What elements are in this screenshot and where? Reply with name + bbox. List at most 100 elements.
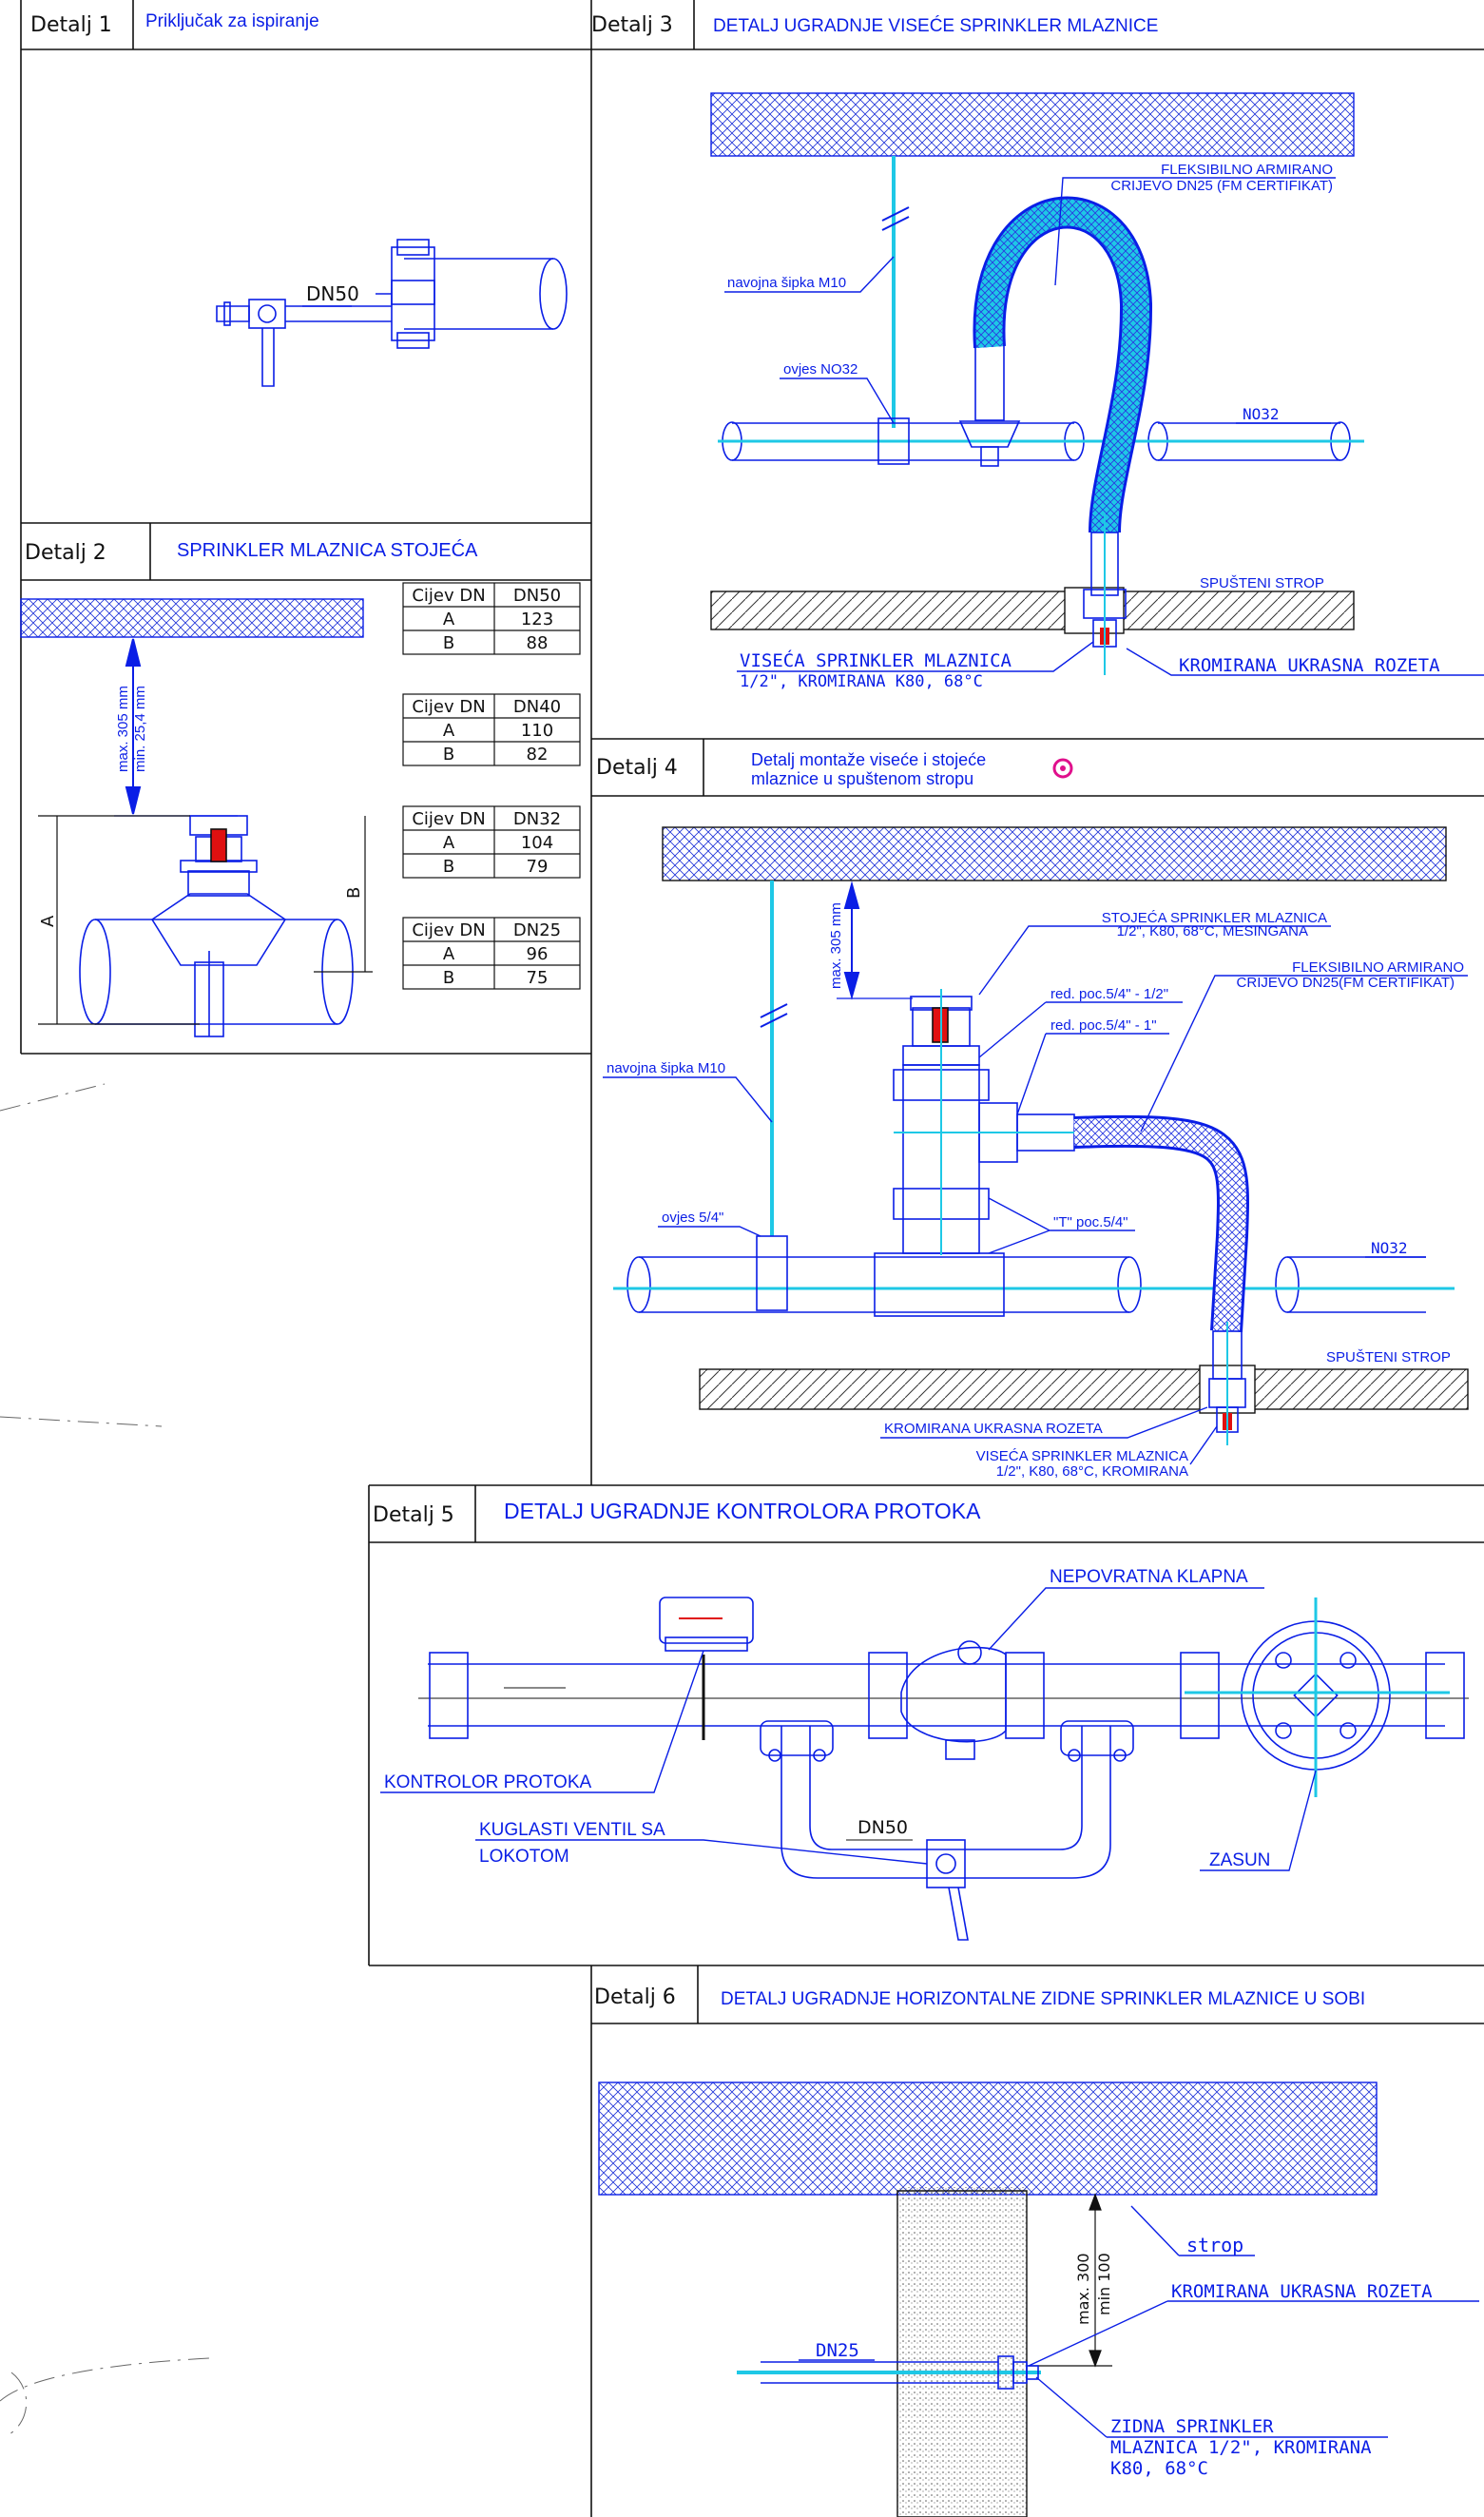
d6-dim-min: min 100 bbox=[1095, 2253, 1113, 2315]
bypass-loop bbox=[760, 1720, 1134, 1941]
detail-4-title-1: Detalj montaže viseće i stojeće bbox=[751, 750, 986, 769]
upright-sprinkler-drawing bbox=[79, 815, 354, 1037]
target-icon-dot bbox=[1060, 765, 1066, 771]
d4-red-1: red. poc.5/4" - 1/2" bbox=[1050, 986, 1168, 1002]
target-icon bbox=[1052, 758, 1073, 779]
detail-5-main-pipe bbox=[418, 1597, 1469, 1797]
table-cell: Cijev DN bbox=[412, 920, 485, 940]
detail-3-title: DETALJ UGRADNJE VISEĆE SPRINKLER MLAZNIC… bbox=[713, 15, 1158, 36]
detail-6-pipe bbox=[737, 2355, 1041, 2390]
table-cell: 110 bbox=[521, 721, 553, 741]
table-cell: 104 bbox=[521, 833, 553, 853]
construction-marks bbox=[0, 1083, 210, 2435]
detail-6-dimension: max. 300 min 100 bbox=[1029, 2193, 1113, 2368]
table-cell: 96 bbox=[527, 944, 549, 964]
detail-1: Detalj 1 Priključak za ispiranje DN50 bbox=[30, 11, 568, 387]
d4-pipe: NO32 bbox=[1371, 1239, 1408, 1257]
detail-3-slab bbox=[710, 92, 1355, 157]
table-cell: A bbox=[443, 833, 455, 853]
dimension-table bbox=[402, 917, 581, 990]
table-cell: 88 bbox=[527, 633, 549, 653]
d4-hanger: ovjes 5/4" bbox=[662, 1210, 723, 1226]
detail-4-title-2: mlaznice u spuštenom stropu bbox=[751, 769, 973, 788]
detail-4-labels: STOJEĆA SPRINKLER MLAZNICA 1/2", K80, 68… bbox=[603, 910, 1468, 1480]
d4-pendent-1: VISEĆA SPRINKLER MLAZNICA bbox=[976, 1448, 1188, 1464]
d4-rod: navojna šipka M10 bbox=[607, 1060, 725, 1076]
detail-4-label: Detalj 4 bbox=[596, 756, 678, 780]
detail-3-label: Detalj 3 bbox=[591, 13, 673, 37]
detail-5: Detalj 5 DETALJ UGRADNJE KONTROLORA PROT… bbox=[373, 1499, 1469, 1941]
table-cell: A bbox=[443, 610, 455, 629]
d3-hanger: ovjes NO32 bbox=[783, 361, 858, 378]
d5-check: NEPOVRATNA KLAPNA bbox=[1050, 1567, 1248, 1587]
detail-3: Detalj 3 DETALJ UGRADNJE VISEĆE SPRINKLE… bbox=[591, 13, 1484, 691]
d6-rosette: KROMIRANA UKRASNA ROZETA bbox=[1171, 2281, 1433, 2302]
detail-2-dimension: max. 305 mm min. 25,4 mm bbox=[114, 638, 238, 817]
detail-3-labels: FLEKSIBILNO ARMIRANO CRIJEVO DN25 (FM CE… bbox=[724, 162, 1484, 691]
d3-nozzle-2: 1/2", KROMIRANA K80, 68°C bbox=[740, 672, 983, 691]
d5-gate: ZASUN bbox=[1209, 1850, 1270, 1870]
detail-1-label: Detalj 1 bbox=[30, 13, 112, 37]
dimension-table bbox=[402, 582, 581, 655]
detail-6-wall-top-patch bbox=[898, 2187, 1026, 2195]
d3-pipe: NO32 bbox=[1243, 405, 1280, 423]
table-cell: B bbox=[443, 745, 454, 765]
table-cell: Cijev DN bbox=[412, 697, 485, 717]
detail-5-title: DETALJ UGRADNJE KONTROLORA PROTOKA bbox=[504, 1499, 981, 1523]
d4-tee: "T" poc.5/4" bbox=[1053, 1214, 1128, 1230]
detail-4-rod bbox=[760, 881, 788, 1236]
d3-hose-1: FLEKSIBILNO ARMIRANO bbox=[1161, 162, 1333, 178]
table-cell: Cijev DN bbox=[412, 809, 485, 829]
d3-hose-2: CRIJEVO DN25 (FM CERTIFIKAT) bbox=[1110, 178, 1333, 194]
table-cell: Cijev DN bbox=[412, 586, 485, 606]
d4-red-2: red. poc.5/4" - 1" bbox=[1050, 1017, 1157, 1034]
d6-nozzle-1: ZIDNA SPRINKLER bbox=[1110, 2416, 1274, 2437]
detail-6: Detalj 6 DETALJ UGRADNJE HORIZONTALNE ZI… bbox=[594, 1985, 1479, 2517]
d4-pendent-2: 1/2", K80, 68°C, KROMIRANA bbox=[996, 1463, 1188, 1480]
d6-dim-max: max. 300 bbox=[1074, 2253, 1092, 2325]
d4-dim: max. 305 mm bbox=[828, 902, 844, 989]
table-cell: B bbox=[443, 633, 454, 653]
table-cell: DN40 bbox=[513, 697, 561, 717]
detail-2-dim-a: A bbox=[38, 915, 58, 927]
d5-ball-1: KUGLASTI VENTIL SA bbox=[479, 1820, 665, 1840]
detail-4-dimension: max. 305 mm bbox=[828, 881, 913, 1000]
d4-upright-1: STOJEĆA SPRINKLER MLAZNICA bbox=[1102, 910, 1327, 926]
table-cell: B bbox=[443, 968, 454, 988]
detail-1-title: Priključak za ispiranje bbox=[145, 11, 319, 31]
table-cell: B bbox=[443, 857, 454, 877]
table-cell: DN32 bbox=[513, 809, 561, 829]
d4-rosette: KROMIRANA UKRASNA ROZETA bbox=[884, 1421, 1103, 1437]
d3-rod: navojna šipka M10 bbox=[727, 275, 846, 291]
detail-2-label: Detalj 2 bbox=[25, 541, 106, 565]
detail-4-slab bbox=[662, 826, 1447, 881]
d4-ceiling: SPUŠTENI STROP bbox=[1326, 1349, 1451, 1365]
detail-5-label: Detalj 5 bbox=[373, 1503, 454, 1527]
detail-2-dims-ab: A B bbox=[38, 815, 373, 1025]
table-cell: A bbox=[443, 944, 455, 964]
d5-ball-2: LOKOTOM bbox=[479, 1847, 569, 1867]
table-cell: 123 bbox=[521, 610, 553, 629]
detail-3-rod bbox=[881, 156, 910, 428]
detail-2-dim-max: max. 305 mm bbox=[115, 686, 131, 772]
d4-hose-2: CRIJEVO DN25(FM CERTIFIKAT) bbox=[1237, 975, 1455, 991]
flush-connection-drawing: DN50 bbox=[216, 239, 568, 387]
dimension-table bbox=[402, 693, 581, 766]
detail-2-ceiling bbox=[20, 598, 364, 638]
detail-2-title: SPRINKLER MLAZNICA STOJEĆA bbox=[177, 539, 478, 561]
d3-nozzle-1: VISEĆA SPRINKLER MLAZNICA bbox=[740, 649, 1012, 671]
d6-ceiling: strop bbox=[1186, 2234, 1243, 2256]
d3-ceiling: SPUŠTENI STROP bbox=[1200, 575, 1324, 591]
detail-6-wall bbox=[896, 2190, 1028, 2517]
detail-6-slab bbox=[598, 2081, 1378, 2196]
flexible-hose-3 bbox=[973, 196, 1153, 533]
detail-3-pipe bbox=[718, 343, 1364, 467]
detail-4-ceiling bbox=[699, 1322, 1469, 1445]
flexible-hose-4 bbox=[1073, 1114, 1249, 1333]
table-cell: 75 bbox=[527, 968, 549, 988]
d4-hose-1: FLEKSIBILNO ARMIRANO bbox=[1292, 959, 1464, 976]
detail-3-ceiling bbox=[710, 513, 1355, 675]
d4-upright-2: 1/2", K80, 68°C, MESINGANA bbox=[1117, 923, 1308, 939]
